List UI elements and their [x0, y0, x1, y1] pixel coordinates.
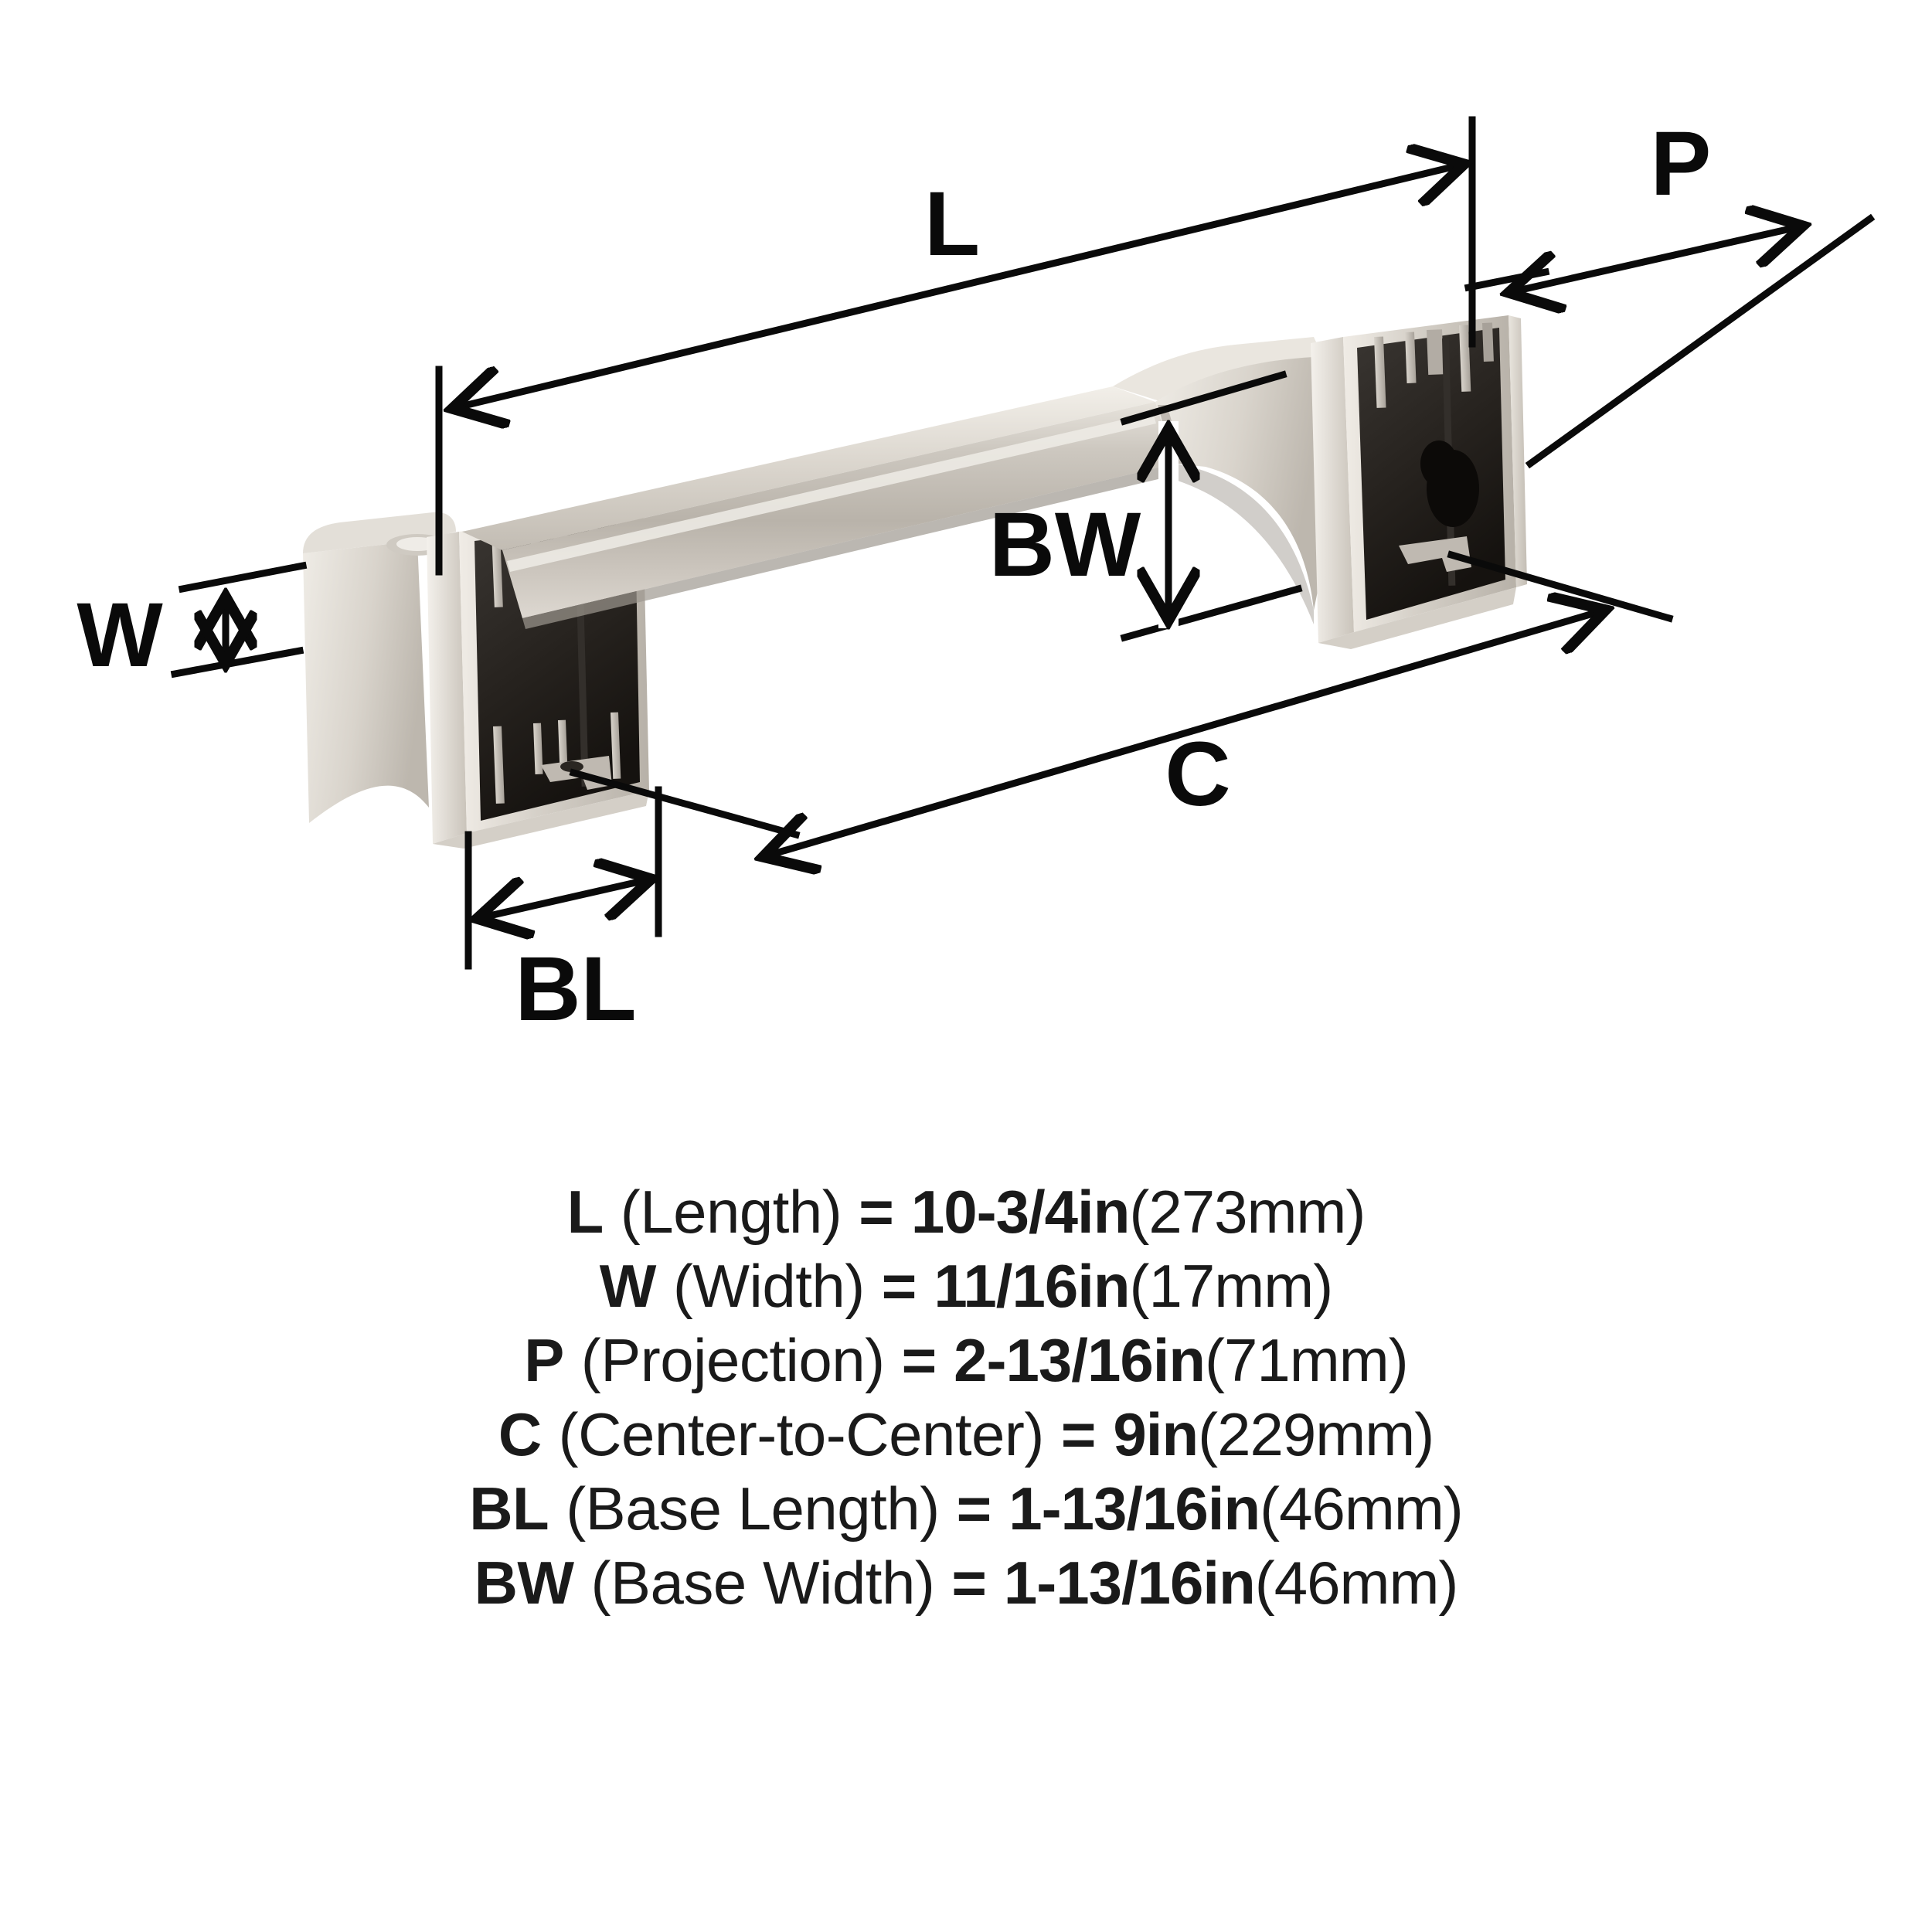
P-dimension-line: [1511, 226, 1801, 292]
label-length: L: [924, 173, 980, 275]
spec-equals-width: =: [881, 1252, 917, 1320]
dimension-BL: [464, 786, 662, 970]
spec-metric-base-length: (46mm): [1260, 1475, 1464, 1543]
spec-row-length: L (Length) = 10-3/4in (273mm): [567, 1175, 1366, 1249]
right-mounting-post: [1311, 315, 1527, 649]
spec-imperial-base-length: 1-13/16in: [1009, 1475, 1260, 1543]
spec-metric-length: (273mm): [1129, 1178, 1366, 1246]
dimension-C: [569, 550, 1674, 856]
spec-name-base-length: (Base Length): [566, 1475, 940, 1543]
spec-imperial-projection: 2-13/16in: [954, 1326, 1206, 1394]
spec-name-projection: (Projection): [580, 1326, 885, 1394]
dimension-P: [1464, 213, 1876, 469]
spec-name-center-to-center: (Center-to-Center): [558, 1400, 1045, 1468]
spec-metric-projection: (71mm): [1205, 1326, 1409, 1394]
spec-code-width: W: [599, 1252, 657, 1320]
spec-code-base-length: BL: [469, 1475, 549, 1543]
spec-code-center-to-center: C: [498, 1400, 542, 1468]
specification-list: L (Length) = 10-3/4in (273mm) W (Width) …: [0, 1175, 1932, 1620]
spec-metric-base-width: (46mm): [1254, 1549, 1459, 1617]
spec-equals-base-width: =: [951, 1549, 987, 1617]
spec-imperial-center-to-center: 9in: [1113, 1400, 1199, 1468]
dimension-W: [170, 561, 308, 679]
label-width: W: [77, 584, 163, 686]
spec-metric-width: (17mm): [1129, 1252, 1334, 1320]
spec-row-base-length: BL (Base Length) = 1-13/16in (46mm): [469, 1471, 1464, 1546]
diagram-background: [0, 0, 1932, 1128]
product-diagram-svg: L P W BW C BL: [0, 0, 1932, 1128]
handle-bar: [462, 386, 1178, 629]
BL-dimension-line: [479, 879, 649, 918]
P-ref-lower: [1525, 213, 1876, 469]
spec-imperial-base-width: 1-13/16in: [1003, 1549, 1256, 1617]
spec-name-width: (Width): [672, 1252, 865, 1320]
dimension-L: [435, 116, 1476, 576]
product-diagram: L P W BW C BL: [0, 0, 1932, 1128]
spec-code-base-width: BW: [474, 1549, 574, 1617]
spec-equals-center-to-center: =: [1060, 1400, 1097, 1468]
spec-imperial-width: 11/16in: [934, 1252, 1130, 1320]
dimension-annotations: [170, 116, 1876, 970]
spec-code-length: L: [566, 1178, 604, 1246]
C-dimension-line: [765, 611, 1604, 856]
label-projection: P: [1651, 113, 1712, 215]
spec-metric-center-to-center: (229mm): [1198, 1400, 1434, 1468]
spec-row-base-width: BW (Base Width) = 1-13/16in (46mm): [474, 1546, 1459, 1620]
spec-row-width: W (Width) = 11/16in (17mm): [599, 1249, 1334, 1323]
label-base-width: BW: [989, 494, 1141, 596]
W-ext-upper: [178, 561, 308, 594]
spec-code-projection: P: [524, 1326, 564, 1394]
spec-equals-base-length: =: [956, 1475, 992, 1543]
label-center-to-center: C: [1165, 723, 1230, 825]
C-leader-right: [1447, 550, 1674, 623]
spec-equals-projection: =: [901, 1326, 937, 1394]
spec-row-projection: P (Projection) = 2-13/16in (71mm): [524, 1323, 1409, 1397]
label-base-length: BL: [515, 938, 636, 1040]
spec-name-length: (Length): [620, 1178, 842, 1246]
spec-equals-length: =: [859, 1178, 894, 1246]
spec-imperial-length: 10-3/4in: [910, 1178, 1130, 1246]
spec-name-base-width: (Base Width): [590, 1549, 935, 1617]
L-dimension-line: [454, 165, 1462, 408]
spec-row-center-to-center: C (Center-to-Center) = 9in (229mm): [498, 1397, 1434, 1471]
BW-ext-upper: [1120, 370, 1287, 426]
